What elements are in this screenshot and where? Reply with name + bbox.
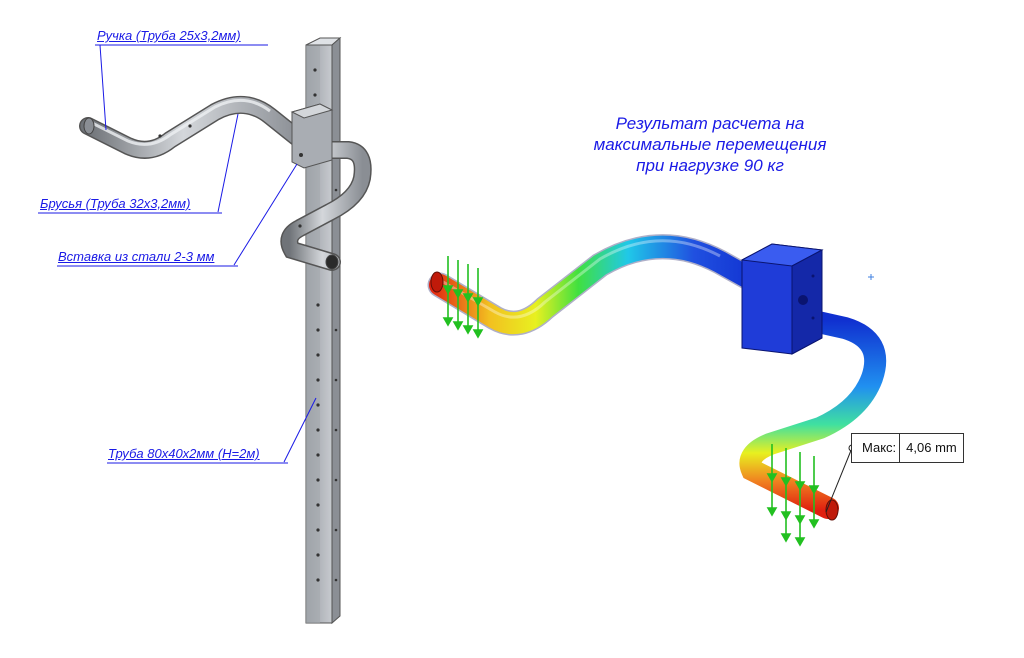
load-arrows-right (766, 444, 820, 547)
probe-label: Макс: (852, 434, 901, 462)
result-title-line-1: Результат расчета на (615, 114, 805, 133)
crosshair-marker (868, 274, 874, 280)
result-title-line-2: максимальные перемещения (593, 135, 827, 154)
max-displacement-probe: Макс: 4,06 mm (851, 433, 964, 463)
probe-value: 4,06 mm (906, 440, 957, 455)
result-tube (427, 234, 887, 521)
result-title-line-3: при нагрузке 90 кг (636, 156, 784, 175)
callout-insert: Вставка из стали 2-3 мм (58, 249, 215, 264)
bars-tube (79, 96, 372, 271)
callout-post: Труба 80х40х2мм (Н=2м) (108, 446, 260, 461)
steel-insert-plate (290, 103, 334, 169)
callout-handle: Ручка (Труба 25х3,2мм) (97, 28, 241, 43)
result-title: Результат расчета на максимальные переме… (540, 113, 880, 176)
load-arrows-left (442, 256, 484, 339)
callout-leaders (38, 44, 317, 464)
callout-bars: Брусья (Труба 32х3,2мм) (40, 196, 191, 211)
post-holes (313, 68, 338, 582)
result-post-block (740, 243, 824, 355)
